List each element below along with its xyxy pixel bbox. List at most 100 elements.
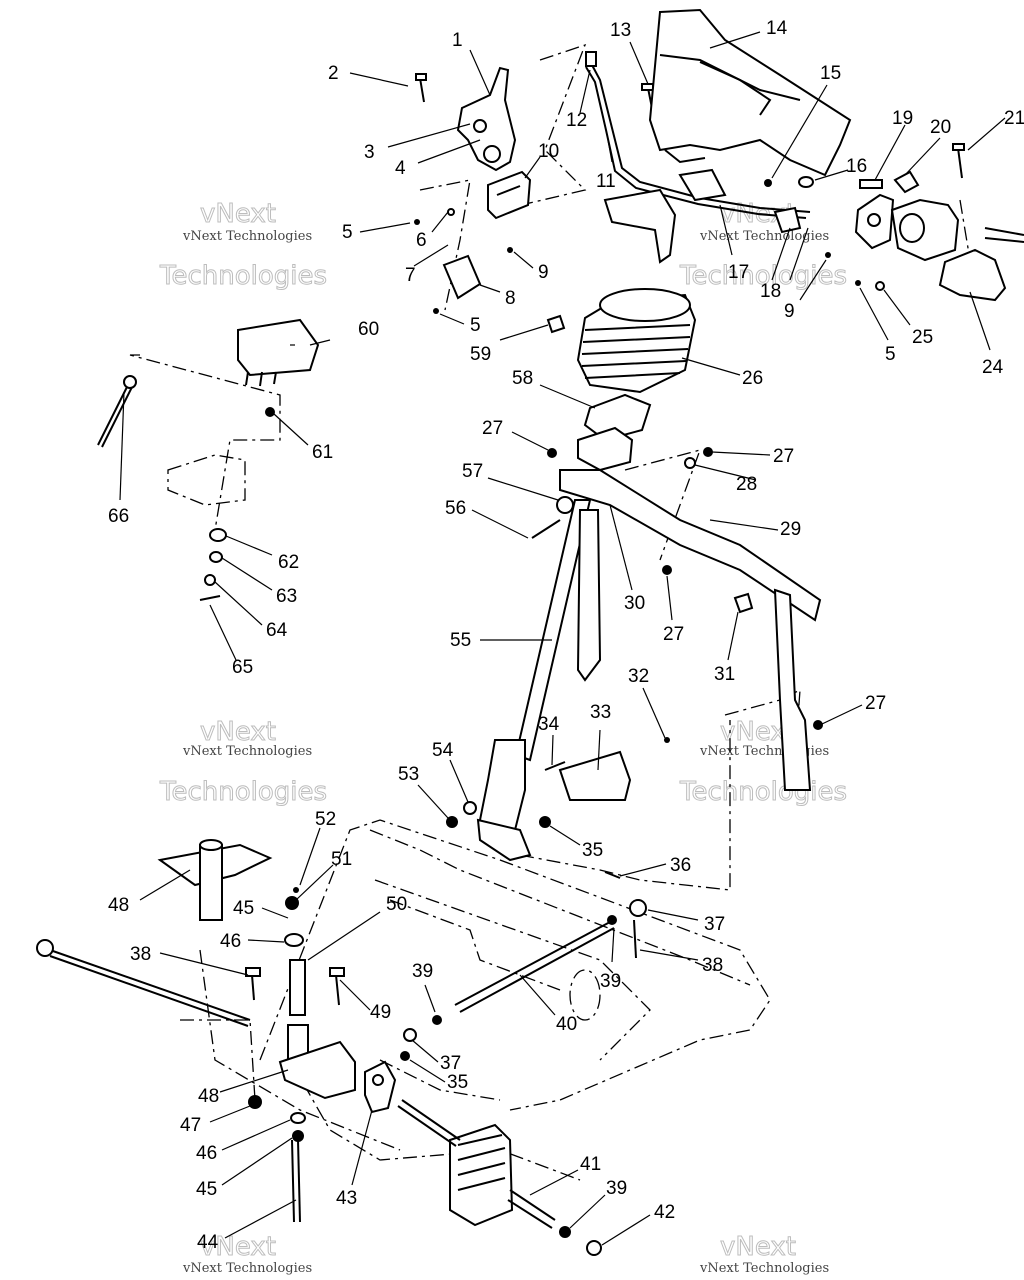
screw-21 [957,147,963,179]
callout-58: 58 [512,368,533,389]
callout-38-a: 38 [130,944,151,965]
handlebar-clamp [678,168,727,202]
cover-plate [442,254,482,300]
callout-55: 55 [450,630,471,651]
pin-19 [859,179,883,189]
callout-30: 30 [624,593,645,614]
callout-27-c: 27 [663,624,684,645]
clip-31 [733,592,754,614]
callout-42: 42 [654,1202,675,1223]
nut-27-b [703,447,713,457]
callout-13: 13 [610,20,631,41]
nut-53 [446,816,458,828]
arm-tab [773,588,812,791]
watermark-vnext-technologies: vNext Technologies [182,229,312,244]
watermark-mid-left: vNext vNext Technologies Technologies [159,717,328,808]
screw-13-head [641,83,654,91]
screw-9-left [507,247,513,253]
pin-32 [664,737,670,743]
plate-33 [558,750,632,801]
callout-52: 52 [315,809,336,830]
watermark-vnext-technologies: vNext Technologies [699,229,829,244]
callout-36: 36 [670,855,691,876]
switch-60 [237,318,320,377]
mount-24 [938,248,1007,302]
nut-47 [248,1095,262,1109]
control-bracket [456,66,517,172]
callout-labels: 1 2 3 4 5 5 5 6 7 8 9 9 10 11 12 13 14 1… [108,18,1024,1253]
callout-11: 11 [596,171,616,192]
callout-5-lower-left: 5 [470,315,481,336]
clamp-block-lower [577,426,634,472]
washer-28 [684,457,696,469]
callout-50: 50 [386,894,407,915]
watermark-vnext: vNext [200,199,276,229]
callout-1: 1 [452,30,463,51]
watermark-technologies: Technologies [159,777,327,807]
bolt-38-left [251,974,255,1001]
nut-39-a [607,915,617,925]
steering-post-assembly [476,288,823,862]
bolt-34 [544,761,566,771]
watermark-vnext-technologies: vNext Technologies [699,744,829,759]
switch-housing [487,170,532,220]
watermark-vnext: vNext [200,717,276,747]
nut-27-d [813,720,823,730]
clamp-block-58 [583,393,652,442]
knob-66 [123,375,137,389]
callout-51: 51 [331,849,352,870]
callout-45-b: 45 [196,1179,217,1200]
callout-2: 2 [328,63,339,84]
bracket-bushing [473,119,487,133]
callout-29: 29 [780,519,801,540]
callout-9-left: 9 [538,262,549,283]
callout-31: 31 [714,664,735,685]
callout-37-b: 37 [440,1053,461,1074]
nut-39-c [559,1226,571,1238]
watermark-top-right: vNext vNext Technologies Technologies [679,199,848,292]
callout-40: 40 [556,1014,577,1035]
callout-33: 33 [590,702,611,723]
callout-65: 65 [232,657,253,678]
callout-10: 10 [538,141,559,162]
watermark-bottom-left: vNext vNext Technologies [182,1232,312,1277]
callout-32: 32 [628,666,649,687]
rod-end-37-upper [629,899,647,917]
callout-48-b: 48 [198,1086,219,1107]
screw-5-right [855,280,861,286]
nut-35-a [539,816,551,828]
callout-37-a: 37 [704,914,725,935]
callout-5-right: 5 [885,344,896,365]
callout-19: 19 [892,108,913,129]
nut-45-upper [285,896,299,910]
throttle-lever [773,206,802,234]
callout-27-b: 27 [773,446,794,467]
nut-35-b [400,1051,410,1061]
callout-9-right: 9 [784,301,795,322]
callout-39-c: 39 [606,1178,627,1199]
callout-49: 49 [370,1002,391,1023]
grommet-16 [798,176,814,188]
cap-20 [893,170,920,194]
watermark-top-left: vNext vNext Technologies Technologies [159,199,328,292]
cotter-pin-52 [293,887,299,893]
callout-59: 59 [470,344,491,365]
nut-64 [204,574,216,586]
callout-27-a: 27 [482,418,503,439]
callout-24: 24 [982,357,1004,378]
callout-39-b: 39 [600,971,621,992]
callout-26: 26 [742,368,763,389]
watermark-vnext-technologies: vNext Technologies [182,744,312,759]
watermark-vnext: vNext [200,1232,276,1262]
watermark-mid-right: vNext vNext Technologies Technologies [679,717,848,808]
callout-15: 15 [820,63,841,84]
callout-63: 63 [276,586,297,607]
arm-43 [364,1060,397,1114]
callout-56: 56 [445,498,466,519]
callout-8: 8 [505,288,516,309]
rod-end-left [36,939,54,957]
callout-6: 6 [416,230,427,251]
post-tab [576,509,602,682]
bolt-49 [335,974,340,1006]
